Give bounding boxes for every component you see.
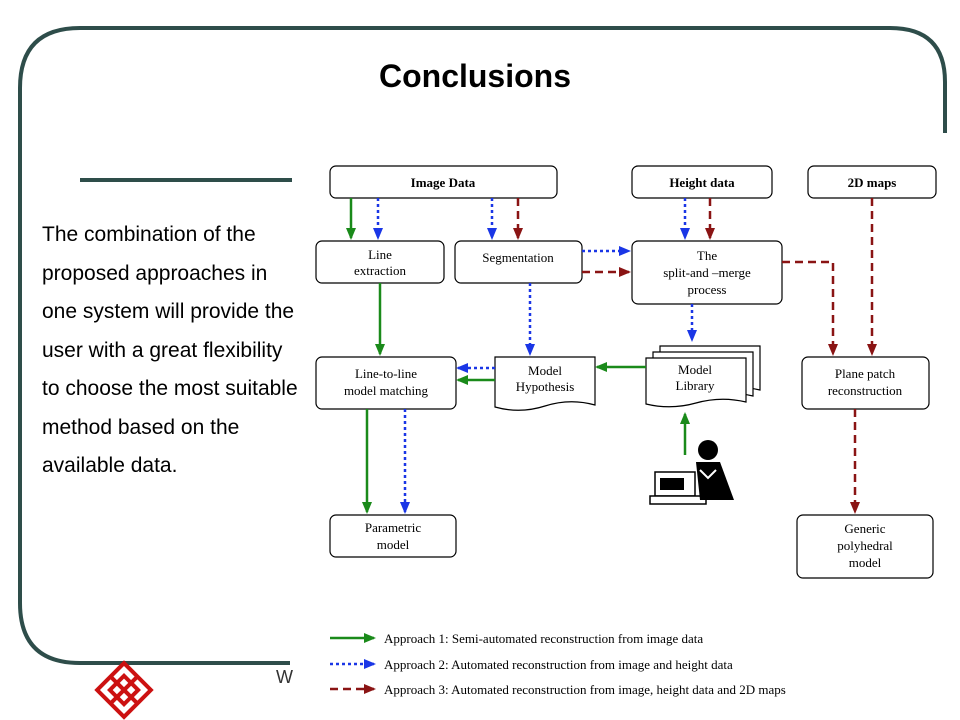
box-model-library-label-2: Library: [676, 378, 715, 393]
approach2-arrows: [373, 198, 697, 514]
box-image-data-label: Image Data: [411, 175, 476, 190]
box-plane-patch: Plane patch reconstruction: [801, 356, 930, 410]
legend-label-approach3: Approach 3: Automated reconstruction fro…: [384, 682, 786, 697]
box-height-data-label: Height data: [669, 175, 735, 190]
box-segmentation: Segmentation: [454, 240, 583, 284]
box-model-library: Model Library: [645, 345, 761, 408]
slide-title: Conclusions: [378, 58, 571, 94]
box-line-matching-label-1: Line-to-line: [355, 366, 417, 381]
box-line-extraction: Line extraction: [315, 240, 445, 284]
legend-label-approach2: Approach 2: Automated reconstruction fro…: [384, 657, 733, 672]
legend-item-approach3: Approach 3: Automated reconstruction fro…: [330, 682, 786, 697]
box-polyhedral-model-label-2: polyhedral: [837, 538, 893, 553]
box-image-data: Image Data: [329, 165, 558, 199]
box-parametric-model-label-2: model: [377, 537, 410, 552]
university-logo-icon: [94, 660, 154, 720]
box-split-merge-label-2: split-and –merge: [663, 265, 751, 280]
box-segmentation-label: Segmentation: [482, 250, 554, 265]
box-split-merge-label-1: The: [697, 248, 717, 263]
box-plane-patch-label-2: reconstruction: [828, 383, 903, 398]
legend-item-approach1: Approach 1: Semi-automated reconstructio…: [330, 631, 703, 646]
box-line-matching-label-2: model matching: [344, 383, 429, 398]
box-model-hypothesis-label-2: Hypothesis: [516, 379, 575, 394]
approach1-arrows: [346, 198, 690, 514]
box-model-library-label-1: Model: [678, 362, 712, 377]
box-model-hypothesis: Model Hypothesis: [494, 356, 596, 411]
legend-label-approach1: Approach 1: Semi-automated reconstructio…: [384, 631, 703, 646]
frame-border: [18, 26, 947, 665]
box-split-merge: The split-and –merge process: [631, 240, 783, 305]
box-polyhedral-model: Generic polyhedral model: [796, 514, 934, 579]
legend: Approach 1: Semi-automated reconstructio…: [330, 631, 786, 697]
box-polyhedral-model-label-3: model: [849, 555, 882, 570]
operator-at-computer-icon: [649, 440, 734, 505]
box-model-hypothesis-label-1: Model: [528, 363, 562, 378]
box-plane-patch-label-1: Plane patch: [835, 366, 896, 381]
box-line-matching: Line-to-line model matching: [315, 356, 457, 410]
workflow-diagram: Image Data Height data 2D maps Line extr…: [315, 165, 937, 697]
box-split-merge-label-3: process: [688, 282, 727, 297]
box-parametric-model-label-1: Parametric: [365, 520, 422, 535]
conclusion-text: The combination of the proposed approach…: [42, 223, 298, 477]
box-polyhedral-model-label-1: Generic: [844, 521, 885, 536]
box-height-data: Height data: [631, 165, 773, 199]
box-line-extraction-label-1: Line: [368, 247, 392, 262]
box-2d-maps-label: 2D maps: [848, 175, 897, 190]
legend-item-approach2: Approach 2: Automated reconstruction fro…: [330, 657, 733, 672]
approach3-arrows: [513, 198, 877, 514]
box-parametric-model: Parametric model: [329, 514, 457, 558]
box-2d-maps: 2D maps: [807, 165, 937, 199]
footer-fragment: W: [276, 667, 293, 687]
box-line-extraction-label-2: extraction: [354, 263, 406, 278]
